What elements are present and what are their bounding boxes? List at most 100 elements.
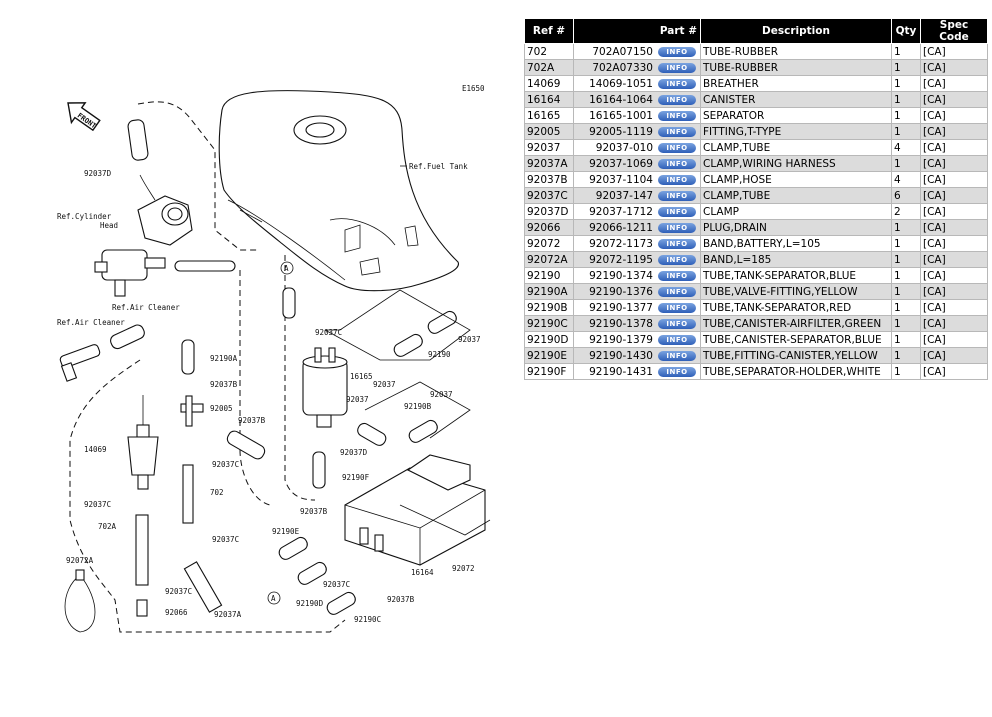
callout-label: 92037C [84,500,111,509]
info-button[interactable]: INFO [658,222,696,233]
part-number-cell: 92072-1195 INFO [573,251,701,268]
front-arrow-icon: FRONT [67,102,101,132]
col-ref: Ref # [524,18,574,44]
description-cell: CLAMP,TUBE [700,187,892,204]
qty-cell: 1 [891,75,921,92]
spec-code-cell: [CA] [920,219,988,236]
part-number: 92072-1195 [589,253,653,266]
ref-cell: 92190D [524,331,574,348]
spec-code-cell: [CA] [920,139,988,156]
part-number: 702A07150 [592,45,653,58]
ref-air-cleaner-label-2: Ref.Air Cleaner [57,318,125,327]
spec-code-cell: [CA] [920,363,988,380]
qty-cell: 4 [891,171,921,188]
callout-label: 92037C [165,587,192,596]
part-number: 92066-1211 [589,221,653,234]
info-button[interactable]: INFO [658,126,696,137]
t-fitting [180,395,204,427]
info-button[interactable]: INFO [658,270,696,281]
spec-code-cell: [CA] [920,171,988,188]
qty-cell: 1 [891,315,921,332]
info-button[interactable]: INFO [658,286,696,297]
air-cleaner-fitting [59,324,145,382]
part-number: 92037-010 [595,141,653,154]
part-number: 92190-1431 [589,365,653,378]
spec-code-cell: [CA] [920,347,988,364]
spec-code-cell: [CA] [920,283,988,300]
ref-cell: 14069 [524,75,574,92]
info-button[interactable]: INFO [658,110,696,121]
spec-code-cell: [CA] [920,75,988,92]
spec-code-cell: [CA] [920,187,988,204]
part-number: 92190-1374 [589,269,653,282]
part-number-cell: 92066-1211 INFO [573,219,701,236]
ref-cell: 92190C [524,315,574,332]
info-button[interactable]: INFO [658,158,696,169]
qty-cell: 1 [891,43,921,60]
ref-air-cleaner-label-1: Ref.Air Cleaner [112,303,180,312]
info-button[interactable]: INFO [658,350,696,361]
hose-route [69,359,346,633]
spec-code-cell: [CA] [920,331,988,348]
ref-cylinder-head-label-2: Head [100,221,118,230]
ref-cell: 92037C [524,187,574,204]
callout-label: 92190F [342,473,370,482]
info-button[interactable]: INFO [658,302,696,313]
drain-plug [136,599,148,617]
part-number: 92190-1378 [589,317,653,330]
callout-label: 16164 [411,568,434,577]
part-number: 16165-1001 [589,109,653,122]
spec-code-cell: [CA] [920,91,988,108]
description-cell: TUBE-RUBBER [700,59,892,76]
separator [302,347,348,428]
callout-label: 92037C [323,580,350,589]
info-button[interactable]: INFO [658,318,696,329]
info-button[interactable]: INFO [658,366,696,377]
callout-label: 92066 [165,608,188,617]
part-number: 92037-147 [595,189,653,202]
callout-label: 92037C [315,328,342,337]
part-number: 92072-1173 [589,237,653,250]
info-button[interactable]: INFO [658,62,696,73]
part-number: 14069-1051 [589,77,653,90]
parts-table: Ref # Part # Description Qty Spec Code 7… [524,18,988,380]
info-button[interactable]: INFO [658,206,696,217]
spec-code-cell: [CA] [920,155,988,172]
qty-cell: 2 [891,203,921,220]
info-button[interactable]: INFO [658,78,696,89]
info-button[interactable]: INFO [658,254,696,265]
callout-label: 92037B [210,380,238,389]
description-cell: TUBE,CANISTER-SEPARATOR,BLUE [700,331,892,348]
spec-code-cell: [CA] [920,315,988,332]
fuel-tank [218,90,459,292]
callout-label: 92037 [458,335,481,344]
ref-cell: 92072 [524,235,574,252]
ref-cell: 702 [524,43,574,60]
hose-route [137,101,260,251]
info-button[interactable]: INFO [658,142,696,153]
callout-label: 92072 [452,564,475,573]
info-button[interactable]: INFO [658,46,696,57]
bands [64,569,96,633]
info-button[interactable]: INFO [658,334,696,345]
vacuum-valve [94,249,236,297]
info-button[interactable]: INFO [658,174,696,185]
spec-code-cell: [CA] [920,235,988,252]
info-button[interactable]: INFO [658,238,696,249]
callout-label: A [271,594,276,603]
info-button[interactable]: INFO [658,190,696,201]
col-spec-code: Spec Code [920,18,988,44]
description-cell: TUBE,TANK-SEPARATOR,BLUE [700,267,892,284]
part-number: 92005-1119 [589,125,653,138]
info-button[interactable]: INFO [658,94,696,105]
